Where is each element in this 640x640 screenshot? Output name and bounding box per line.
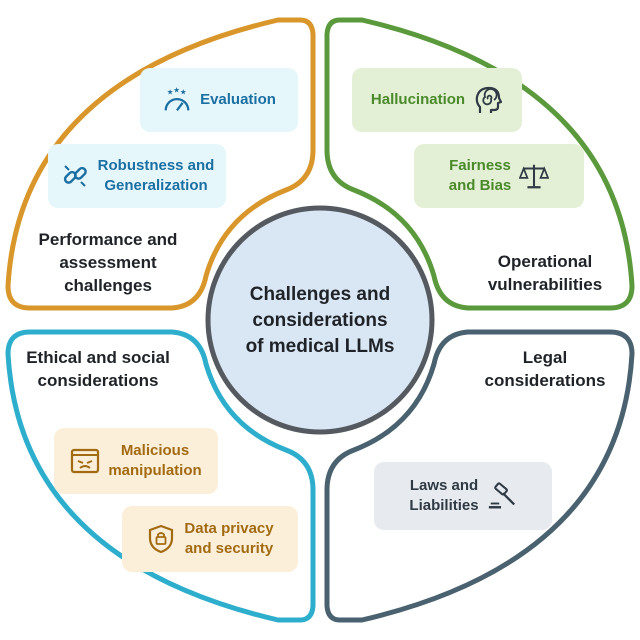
quadrant-label-ethical: Ethical and social considerations: [26, 348, 170, 390]
chip-data-privacy-label: Data privacy and security: [184, 520, 274, 557]
chip-evaluation: ★ ★ ★ Evaluation: [140, 68, 298, 132]
chip-fairness-label: Fairness and Bias: [448, 157, 512, 194]
center-circle: [205, 205, 435, 435]
chip-hallucination-label: Hallucination: [370, 91, 466, 108]
broken-link-icon: [60, 161, 90, 191]
svg-text:★: ★: [167, 87, 174, 96]
quadrant-label-legal: Legal considerations: [484, 348, 606, 390]
head-spiral-icon: [473, 85, 503, 115]
chip-laws-label: Laws and Liabilities: [409, 477, 479, 514]
chip-hallucination: Hallucination: [352, 68, 522, 132]
chip-malicious: Malicious manipulation: [54, 428, 218, 494]
chip-malicious-label: Malicious manipulation: [108, 442, 202, 479]
scales-icon: [519, 161, 550, 191]
chip-laws: Laws and Liabilities: [374, 462, 552, 530]
rating-gauge-icon: ★ ★ ★: [162, 85, 192, 115]
chip-data-privacy: Data privacy and security: [122, 506, 298, 572]
quadrant-label-operational: Operational vulnerabilities: [487, 252, 603, 294]
malware-window-icon: [70, 446, 100, 476]
chip-fairness: Fairness and Bias: [414, 144, 584, 208]
chip-robustness-label: Robustness and Generalization: [97, 157, 215, 194]
gavel-icon: [487, 481, 517, 511]
chip-robustness: Robustness and Generalization: [48, 144, 226, 208]
center-title: Challenges and considerations of medical…: [245, 284, 395, 357]
svg-text:★: ★: [180, 87, 187, 96]
quadrant-label-performance: Performance and assessment challenges: [38, 230, 178, 295]
chip-evaluation-label: Evaluation: [200, 91, 276, 108]
shield-lock-icon: [146, 524, 176, 554]
svg-text:★: ★: [173, 86, 180, 95]
